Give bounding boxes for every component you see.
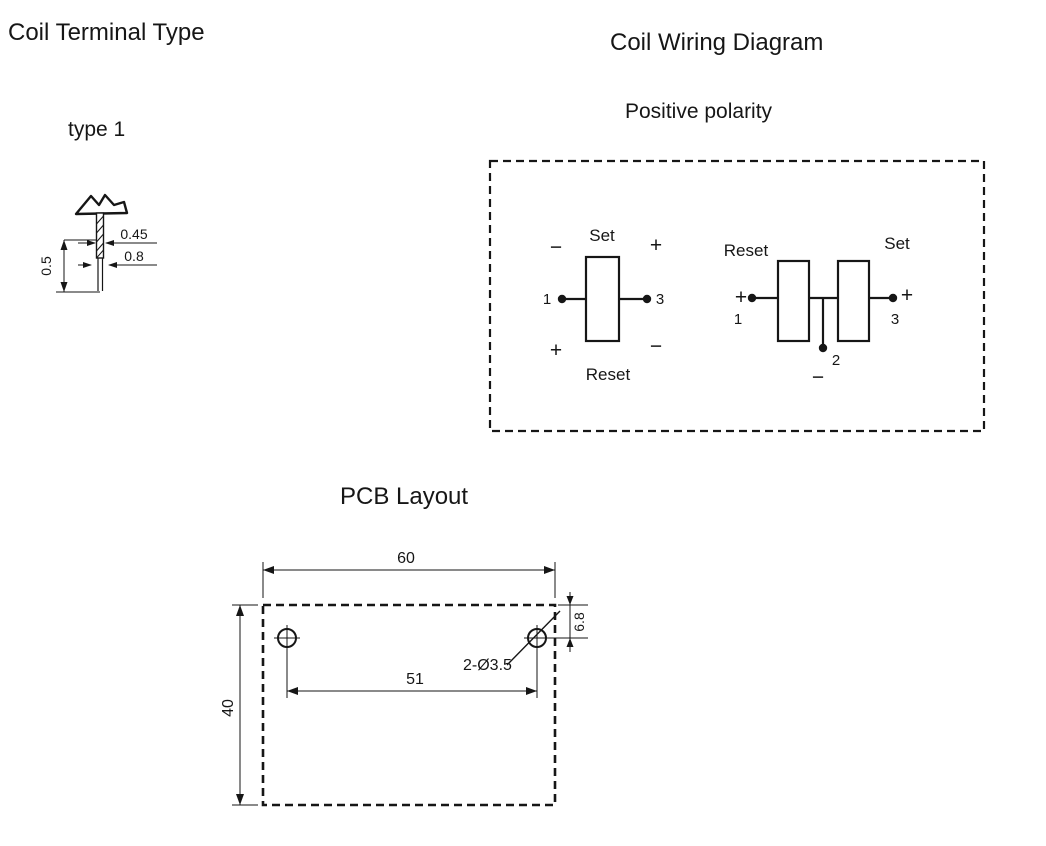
dual-coil-pin1-label: 1 — [734, 311, 742, 328]
hole-spec-label: 2-Ø3.5 — [463, 657, 512, 674]
dual-coil-terminal2-dot — [818, 343, 828, 353]
dim-hole-pitch-value: 51 — [406, 671, 424, 688]
single-coil-pin1-label: 1 — [543, 291, 551, 308]
dim-overall-height-value: 40 — [220, 699, 237, 717]
terminal-type1-drawing: 0.45 0.8 0.5 — [38, 193, 157, 293]
single-coil-plus-top-right: + — [650, 234, 662, 257]
dim-thickness: 0.5 — [38, 239, 100, 293]
pcb-hole-left — [274, 625, 300, 651]
dim-hole-pitch: 51 — [286, 650, 538, 698]
dim-base-width-value: 0.8 — [124, 248, 144, 264]
pcb-layout-drawing: 2-Ø3.5 60 51 40 — [220, 550, 588, 807]
single-coil-plus-bottom-left: + — [550, 339, 562, 362]
dual-coil-plus-left: + — [735, 286, 747, 309]
dual-coil-schematic: Reset Set + 1 + 3 2 − — [724, 234, 913, 389]
dim-base-width: 0.8 — [78, 248, 157, 268]
single-coil-body — [584, 255, 621, 343]
single-coil-reset-label: Reset — [586, 365, 631, 384]
single-coil-terminal1-dot — [557, 294, 567, 304]
dual-coil-pin2-label: 2 — [832, 352, 840, 369]
wiring-diagram-border — [488, 159, 986, 433]
dual-coil-reset-label: Reset — [724, 241, 769, 260]
title-coil-terminal-type: Coil Terminal Type — [8, 19, 205, 46]
single-coil-minus-bottom-right: − — [650, 335, 662, 358]
terminal-pin-hatch — [96, 215, 104, 259]
dual-coil-set-label: Set — [884, 234, 910, 253]
pcb-outline — [261, 603, 557, 807]
dim-overall-height: 40 — [220, 604, 258, 806]
dual-coil-minus-center: − — [812, 366, 824, 389]
dim-tip-width-value: 0.45 — [120, 226, 147, 242]
title-pcb-layout: PCB Layout — [340, 483, 468, 510]
dual-coil-body-right — [836, 259, 871, 343]
single-coil-terminal3-dot — [642, 294, 652, 304]
dual-coil-body-left — [776, 259, 811, 343]
single-coil-pin3-label: 3 — [656, 291, 664, 308]
dual-coil-terminal1-dot — [747, 293, 757, 303]
single-coil-schematic: Set − + 1 3 + − Reset — [543, 226, 664, 384]
pcb-hole-spec: 2-Ø3.5 — [463, 610, 561, 674]
coil-wiring-diagram: Set − + 1 3 + − Reset Reset Set — [488, 159, 986, 433]
dim-hole-offset: 6.8 — [550, 592, 588, 652]
dim-thickness-value: 0.5 — [38, 256, 54, 276]
terminal-pin — [95, 212, 105, 259]
dual-coil-terminal3-dot — [888, 293, 898, 303]
hole-spec-leader-line — [506, 610, 561, 666]
title-coil-wiring-diagram: Coil Wiring Diagram — [610, 29, 823, 56]
single-coil-minus-top-left: − — [550, 236, 562, 259]
dual-coil-plus-right: + — [901, 284, 913, 307]
dim-overall-width-value: 60 — [397, 550, 415, 567]
dim-hole-offset-value: 6.8 — [571, 612, 587, 632]
subtitle-positive-polarity: Positive polarity — [625, 100, 773, 123]
dual-coil-pin3-label: 3 — [891, 311, 899, 328]
pcb-hole-right — [524, 625, 550, 651]
dim-tip-width: 0.45 — [78, 226, 157, 246]
single-coil-set-label: Set — [589, 226, 615, 245]
dim-overall-width: 60 — [262, 550, 556, 598]
label-type-1: type 1 — [68, 118, 125, 141]
terminal-tab-shape — [74, 193, 129, 216]
